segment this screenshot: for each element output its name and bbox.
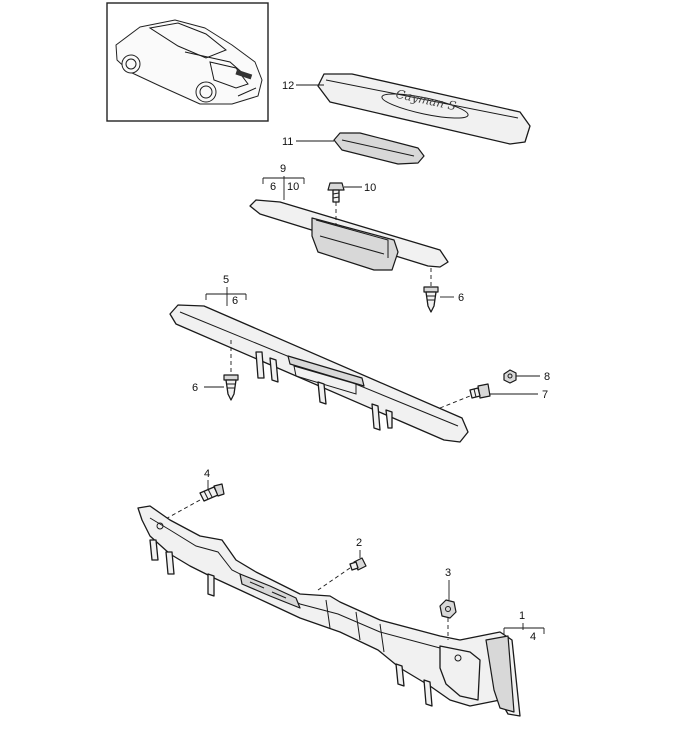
callout-6-upper: 6 (458, 292, 464, 304)
callout-3: 3 (445, 567, 451, 579)
callout-1-sub-4: 4 (530, 631, 536, 643)
callout-11: 11 (282, 136, 293, 148)
part-3-nut (439, 599, 457, 619)
part-8-nut (503, 369, 517, 384)
part-9-light-housing (249, 199, 449, 271)
callout-7: 7 (542, 389, 548, 401)
callout-5: 5 (223, 274, 229, 286)
callout-9-sub-6: 6 (270, 181, 276, 193)
callout-8: 8 (544, 371, 550, 383)
callout-9-sub-10: 10 (287, 181, 299, 193)
callout-4: 4 (204, 468, 210, 480)
callout-bracket-5: 5 6 (205, 274, 247, 307)
callout-12: 12 (282, 80, 294, 92)
part-6-clip-left (223, 374, 239, 401)
callout-9: 9 (280, 163, 286, 175)
callout-5-sub-6: 6 (232, 295, 238, 307)
part-11-light-lens (333, 132, 425, 165)
part-4-stud (199, 483, 225, 502)
part-10-screw (327, 182, 345, 203)
part-2-screw (349, 557, 367, 571)
callout-1: 1 (519, 610, 525, 622)
callout-10: 10 (364, 182, 376, 194)
callout-bracket-9: 9 6 10 (262, 163, 305, 200)
part-12-trim-strip: Cayman S (317, 73, 531, 145)
vehicle-thumbnail (106, 2, 269, 122)
part-1-carrier (137, 505, 521, 717)
callout-6-left: 6 (192, 382, 198, 394)
part-7-screw (469, 383, 491, 399)
callout-2: 2 (356, 537, 362, 549)
part-5-trim-panel (169, 304, 469, 443)
car-illustration (115, 19, 263, 105)
part-6-clip-upper (423, 286, 439, 313)
callout-bracket-1: 1 4 (503, 610, 545, 643)
